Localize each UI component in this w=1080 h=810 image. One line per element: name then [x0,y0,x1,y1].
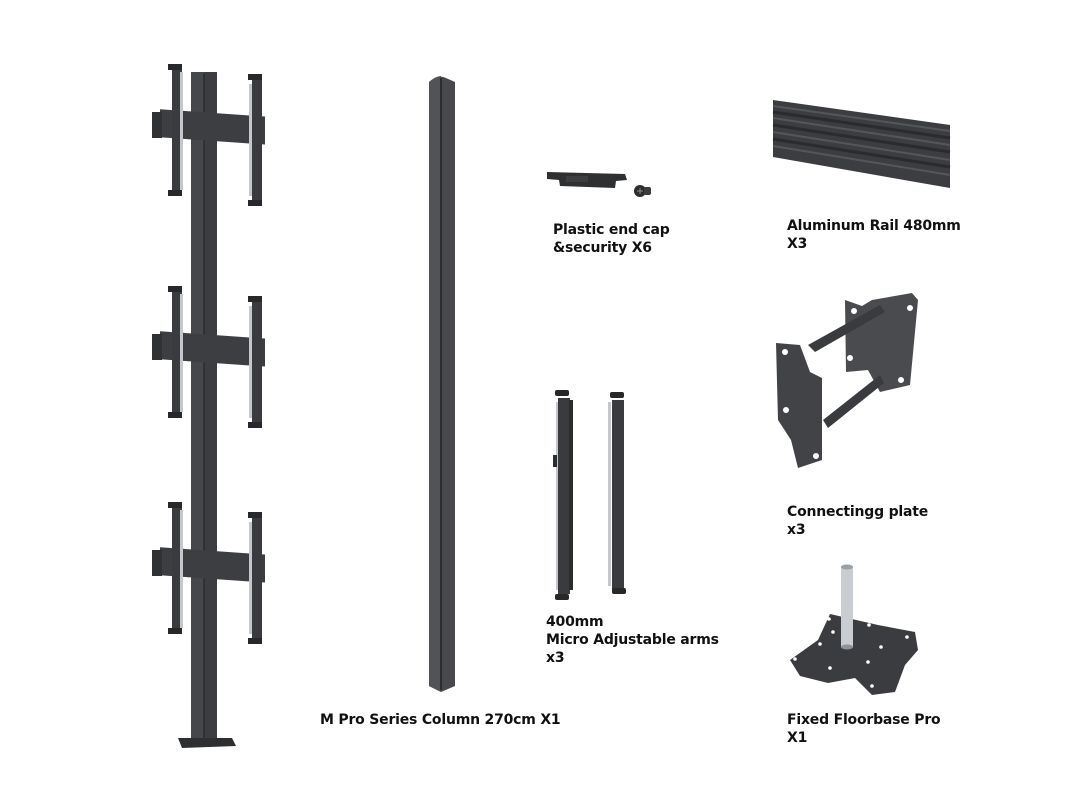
rail-label-line: Aluminum Rail 480mm [787,218,961,234]
end-cap-label-line: Plastic end cap [553,222,670,238]
rail-label-line: X3 [787,236,808,252]
end-cap-label: Plastic end cap &security X6 [553,221,670,257]
end-cap-label-line: &security X6 [553,240,652,256]
floorbase-label: Fixed Floorbase Pro X1 [787,711,941,747]
column-label-line: M Pro Series Column 270cm X1 [320,712,561,728]
column-label: M Pro Series Column 270cm X1 [320,711,561,729]
rail-label: Aluminum Rail 480mm X3 [787,217,961,253]
plate-label-line: x3 [787,522,806,538]
arms-label-line: 400mm [546,614,604,630]
plate-label: Connectingg plate x3 [787,503,928,539]
arms-label-line: x3 [546,650,565,666]
arms-label: 400mm Micro Adjustable arms x3 [546,613,719,667]
plate-label-line: Connectingg plate [787,504,929,520]
floorbase-label-line: X1 [787,730,808,746]
floorbase-label-line: Fixed Floorbase Pro [787,712,941,728]
arms-label-line: Micro Adjustable arms [546,632,719,648]
